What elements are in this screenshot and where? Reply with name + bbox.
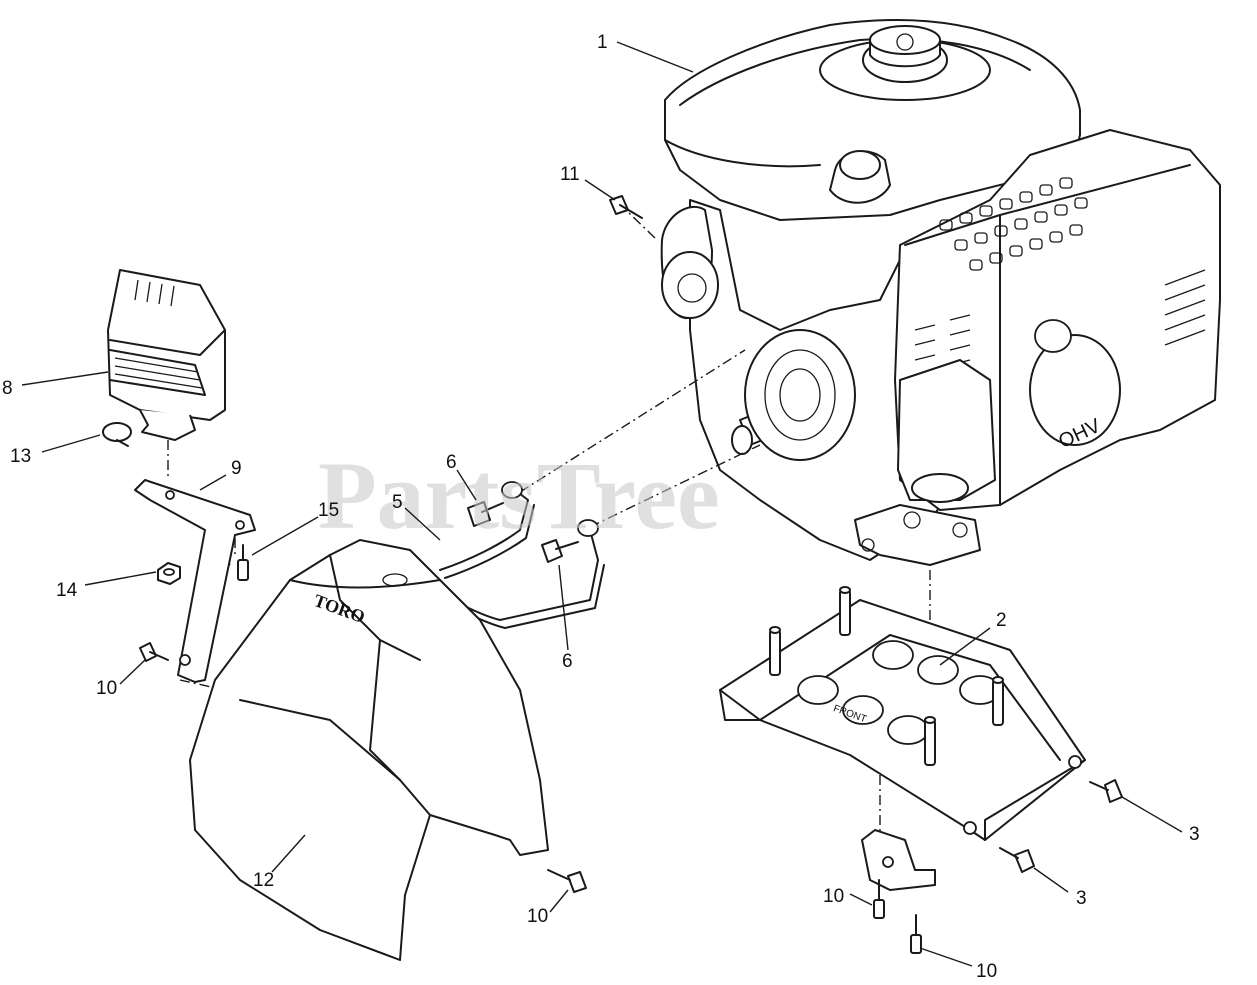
fins xyxy=(914,269,1206,376)
bracket-part-9 xyxy=(134,479,256,683)
callout-5: 5 xyxy=(392,492,403,513)
bolt-part-15 xyxy=(237,544,249,581)
callout-9: 9 xyxy=(231,458,242,479)
callout-12: 12 xyxy=(253,870,274,891)
callout-3-lower: 3 xyxy=(1076,888,1087,909)
bolt-part-3a xyxy=(1089,779,1123,803)
callout-10-lower: 10 xyxy=(976,961,997,982)
watermark: PartsTree xyxy=(318,442,720,549)
bolt-part-6b xyxy=(541,539,579,563)
shroud-part-12: TORO xyxy=(189,539,549,961)
headlight xyxy=(107,269,226,441)
bolt-part-10-shroud xyxy=(547,869,587,893)
vent-grid-icon xyxy=(939,177,1088,271)
rivet-part-13 xyxy=(102,422,132,447)
callout-15: 15 xyxy=(318,500,339,521)
nut-part-14 xyxy=(157,562,181,585)
callout-3-upper: 3 xyxy=(1189,824,1200,845)
callout-13: 13 xyxy=(10,446,31,467)
callout-14: 14 xyxy=(56,580,78,601)
bolt-part-10-left xyxy=(139,642,169,662)
bolt-part-10-bracket xyxy=(873,879,885,919)
engine: OHV xyxy=(660,19,1221,566)
callout-10-bracket: 10 xyxy=(823,886,844,907)
callout-6-upper: 6 xyxy=(446,452,457,473)
callout-6-lower: 6 xyxy=(562,651,573,672)
bolt-part-6a xyxy=(467,501,504,527)
callout-10-left: 10 xyxy=(96,678,117,699)
mount-bracket xyxy=(861,829,936,891)
callout-1: 1 xyxy=(597,32,608,53)
bolt-part-10-lower xyxy=(910,914,922,954)
mount-plate: FRONT xyxy=(719,586,1086,841)
callout-10-shroud: 10 xyxy=(527,906,548,927)
callout-11: 11 xyxy=(560,164,580,185)
callout-2: 2 xyxy=(996,610,1007,631)
callouts: 1 2 3 3 5 6 6 8 9 10 10 10 10 11 12 13 1… xyxy=(2,32,1200,982)
bolt-part-3b xyxy=(999,847,1035,873)
leader-lines xyxy=(21,41,1183,967)
callout-8: 8 xyxy=(2,378,13,399)
